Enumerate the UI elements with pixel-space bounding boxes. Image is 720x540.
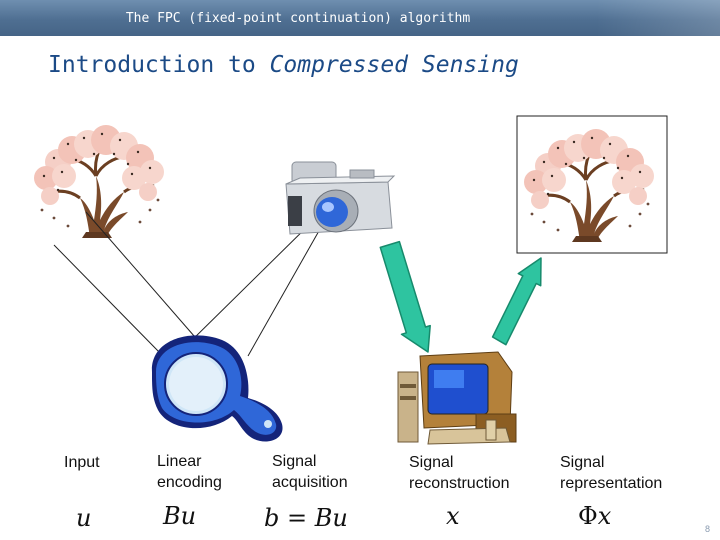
math-phi: Φ (578, 502, 598, 530)
math-b-equals-bu: b = Bu (264, 504, 348, 532)
label-input: Input (64, 452, 100, 473)
header-gloss (596, 0, 720, 36)
camera-icon (285, 161, 396, 235)
math-phi-x: Φx (578, 502, 611, 530)
header-title: The FPC (fixed-point continuation) algor… (125, 11, 471, 26)
label-signal-acquisition: Signal acquisition (272, 451, 348, 493)
tree-icon (32, 123, 166, 240)
label-signal-acquisition-line1: Signal (272, 453, 317, 470)
slide-title-emphasis: Compressed Sensing (269, 52, 519, 78)
label-linear-encoding-line2: encoding (157, 474, 222, 491)
math-x: x (446, 502, 460, 530)
math-equals: = (279, 504, 315, 532)
projection-lines (53, 211, 325, 357)
math-bu-B: B (163, 502, 181, 530)
label-linear-encoding-line1: Linear (157, 453, 202, 470)
arrow-icon (379, 240, 431, 353)
label-signal-reconstruction-line1: Signal (409, 454, 454, 471)
label-signal-representation: Signal representation (560, 452, 662, 494)
math-phix: x (597, 502, 612, 530)
math-bu-u: u (180, 502, 197, 530)
math-bu2-B: B (314, 504, 333, 532)
math-bu2-u: u (332, 504, 348, 532)
header-bar: The FPC (fixed-point continuation) algor… (0, 0, 720, 36)
label-input-line1: Input (64, 454, 100, 471)
label-signal-representation-line1: Signal (560, 454, 605, 471)
label-signal-acquisition-line2: acquisition (272, 474, 348, 491)
math-u: u (76, 504, 92, 532)
slide-title: Introduction to Compressed Sensing (48, 52, 519, 78)
label-signal-reconstruction-line2: reconstruction (409, 475, 510, 492)
label-linear-encoding: Linear encoding (157, 451, 222, 493)
computer-icon (397, 351, 517, 445)
math-b: b (264, 504, 280, 532)
slide-title-plain: Introduction to (48, 52, 270, 78)
math-bu: Bu (163, 502, 196, 530)
arrow-icon (491, 257, 542, 346)
label-signal-representation-line2: representation (560, 475, 663, 492)
page-number: 8 (704, 524, 710, 534)
label-signal-reconstruction: Signal reconstruction (409, 452, 510, 494)
magnifier-icon (151, 335, 283, 442)
